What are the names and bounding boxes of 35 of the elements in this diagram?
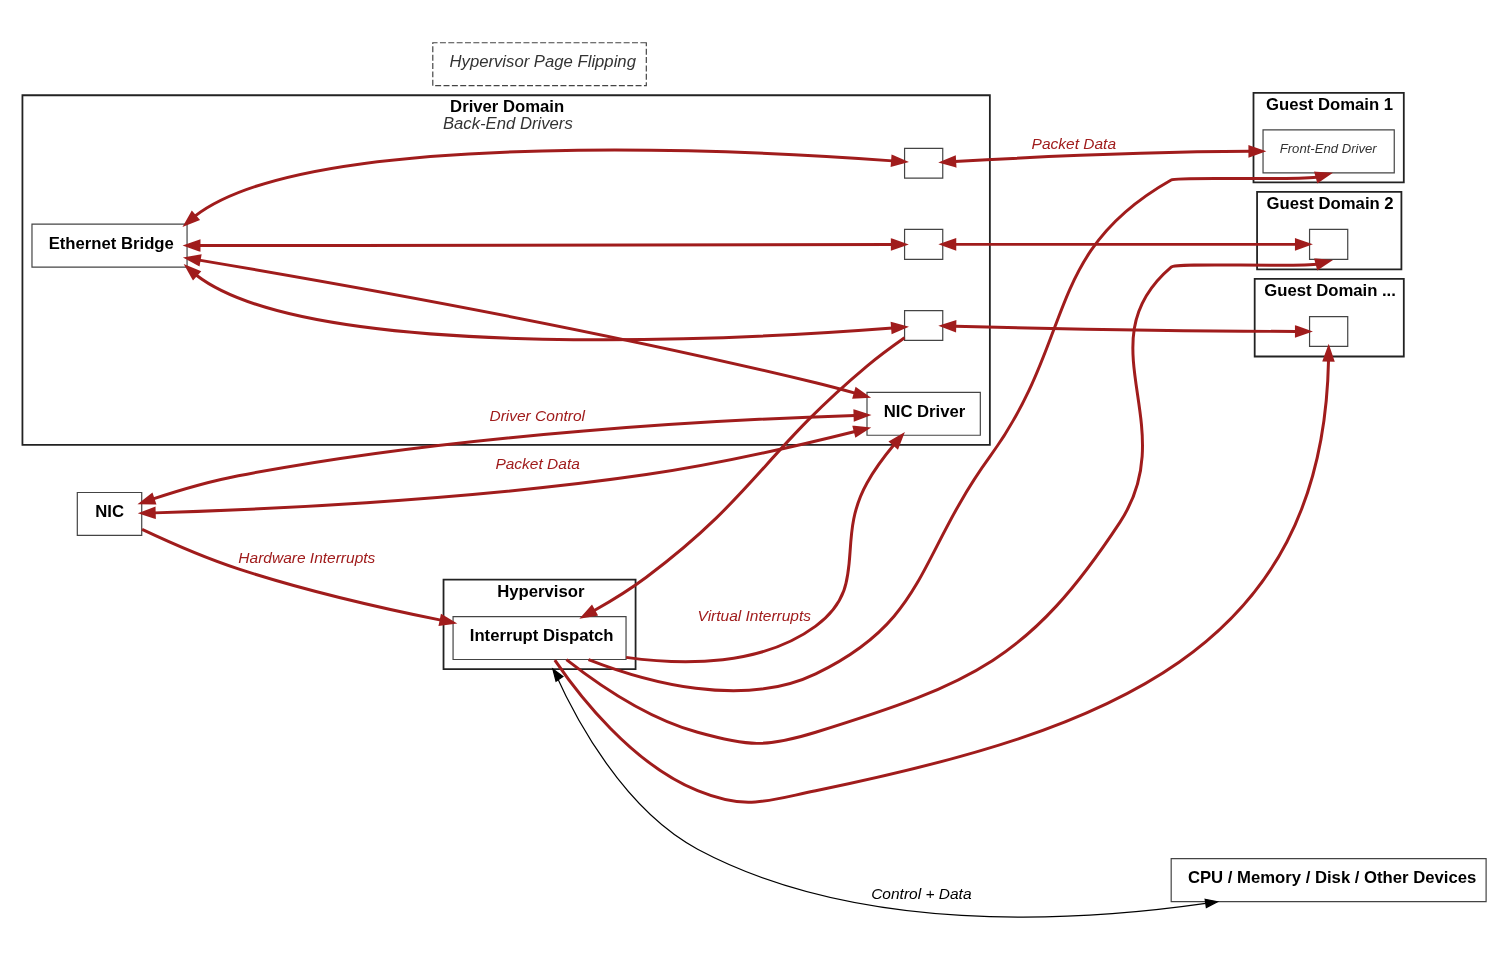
node-box	[904, 147, 944, 179]
edge-label: Driver Control	[489, 407, 586, 425]
arrow	[182, 148, 909, 228]
node-box: Ethernet Bridge	[31, 223, 188, 268]
arrow	[137, 409, 872, 505]
arrow	[183, 264, 909, 342]
arrow	[565, 258, 1333, 745]
arrow	[938, 145, 1267, 168]
arrow	[553, 343, 1335, 804]
edge-label: Packet Data	[495, 455, 580, 473]
node-box: CPU / Memory / Disk / Other Devices	[1170, 858, 1487, 903]
arrow	[137, 425, 872, 520]
arrow	[182, 238, 909, 252]
node-box: NIC Driver	[866, 391, 981, 436]
edge-label: Control + Data	[871, 884, 972, 902]
node-box: NIC	[76, 491, 143, 537]
arrow	[579, 336, 906, 619]
cluster: Guest Domain ...	[1253, 278, 1405, 358]
node-box	[1308, 228, 1349, 260]
arrow	[588, 171, 1333, 693]
node-box: Interrupt Dispatch	[452, 615, 627, 661]
edge-label: Packet Data	[1031, 135, 1117, 153]
node-box: Hypervisor Page Flipping	[432, 42, 647, 87]
arrow	[551, 667, 1220, 918]
arrow	[938, 238, 1313, 251]
arrow	[625, 432, 905, 664]
arrow	[141, 528, 458, 627]
node-box	[904, 309, 944, 341]
arrow	[182, 254, 872, 399]
node-box: Front-End Driver	[1262, 129, 1395, 174]
arrow	[938, 320, 1313, 338]
node-box	[904, 228, 944, 260]
edge-label: Hardware Interrupts	[238, 549, 376, 567]
edge-label: Virtual Interrupts	[697, 606, 812, 624]
node-box	[1308, 315, 1349, 347]
